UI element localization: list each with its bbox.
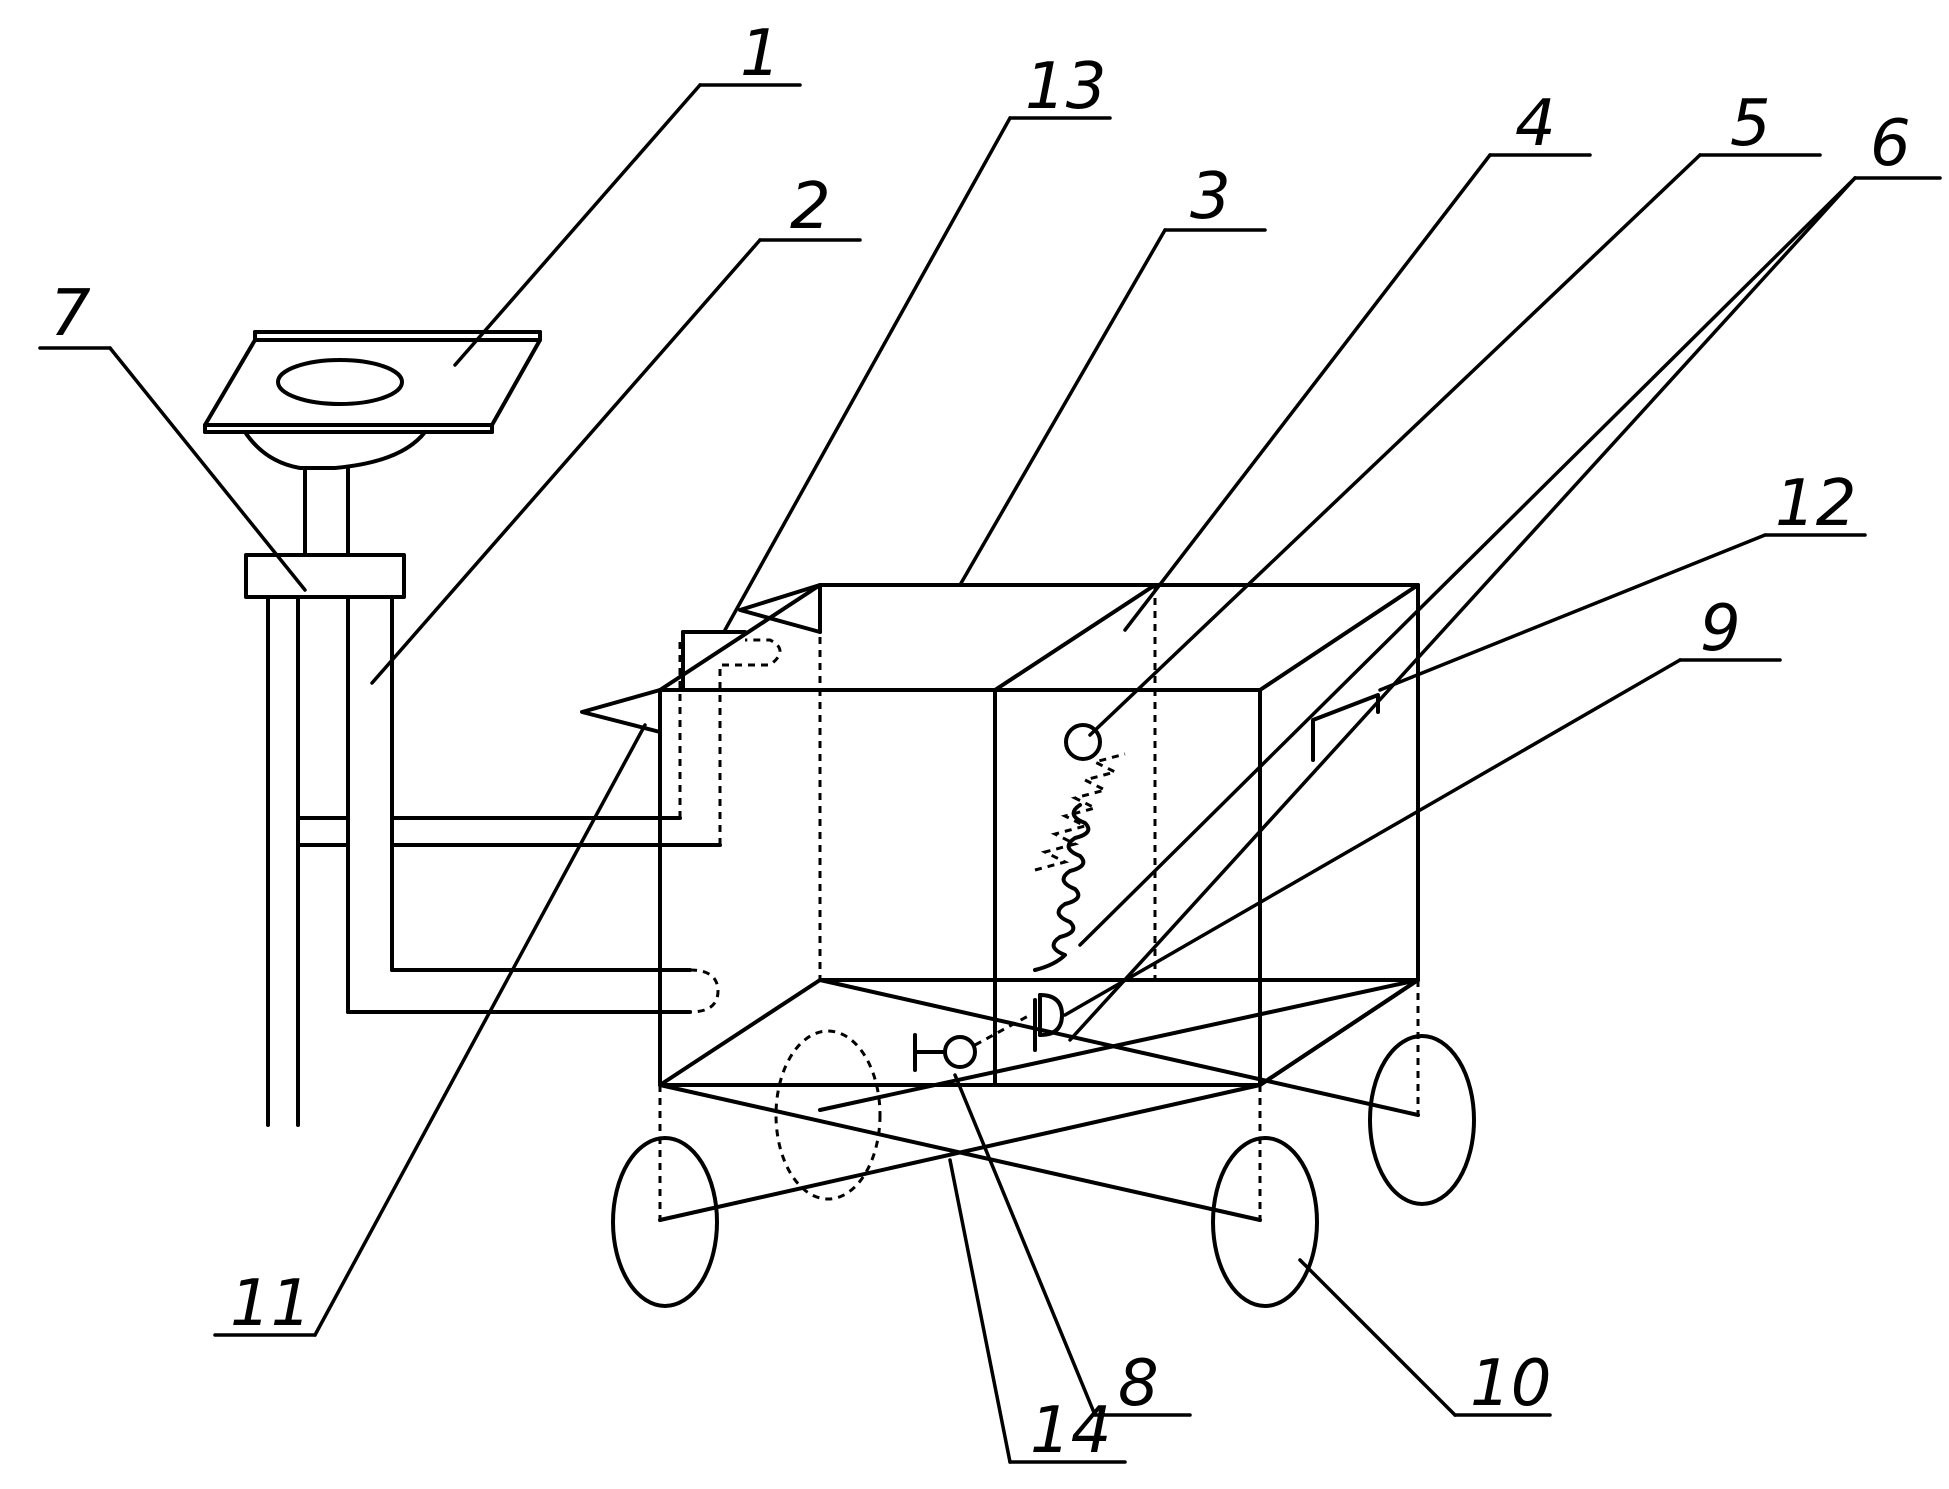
support-pole <box>244 466 406 1127</box>
reference-numerals: 1 2 3 4 5 6 7 8 9 10 11 12 13 14 <box>50 17 1911 1468</box>
label-1: 1 <box>740 17 781 91</box>
label-7: 7 <box>50 277 91 351</box>
solar-panel <box>203 330 542 470</box>
box-body <box>580 583 1420 1087</box>
label-14: 14 <box>1030 1394 1111 1468</box>
label-12: 12 <box>1775 467 1856 541</box>
label-2: 2 <box>790 170 831 244</box>
pipe <box>346 595 782 1014</box>
label-8: 8 <box>1118 1347 1159 1421</box>
label-6: 6 <box>1870 107 1911 181</box>
spring-assembly <box>913 752 1126 1072</box>
label-11: 11 <box>230 1267 311 1341</box>
label-9: 9 <box>1700 592 1741 666</box>
label-5: 5 <box>1730 87 1771 161</box>
label-4: 4 <box>1515 87 1556 161</box>
wheels <box>611 1029 1476 1308</box>
leader-lines <box>38 83 1942 1464</box>
label-3: 3 <box>1190 160 1231 234</box>
chassis-frame <box>658 978 1420 1222</box>
label-13: 13 <box>1025 50 1106 124</box>
label-10: 10 <box>1470 1347 1551 1421</box>
